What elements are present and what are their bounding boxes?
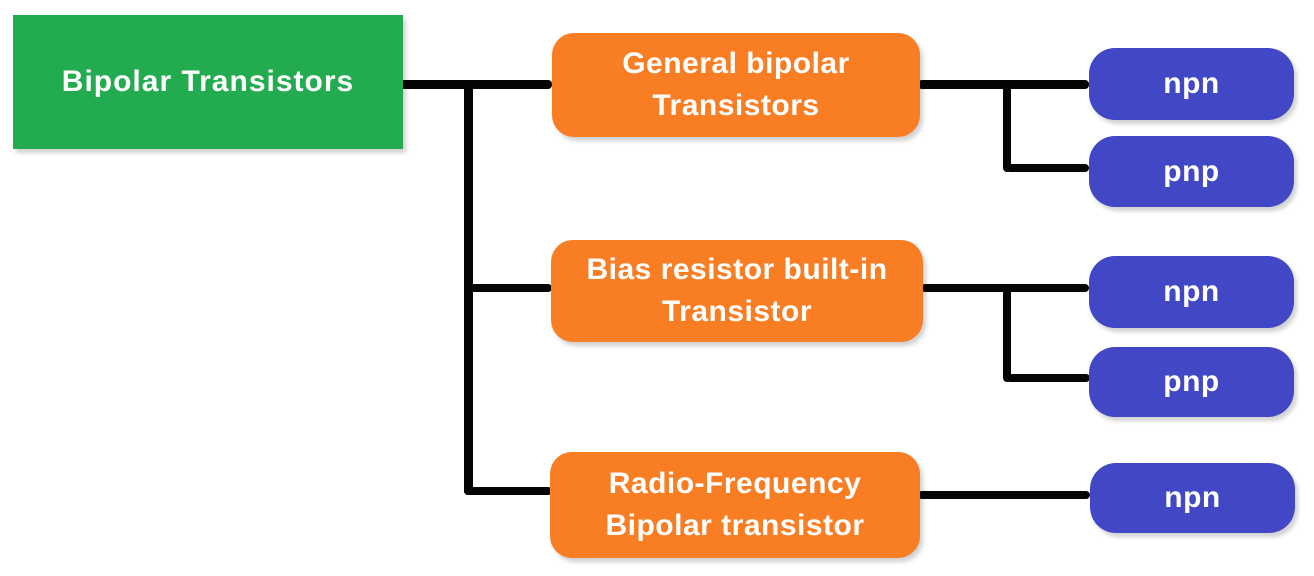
node-radio-frequency-npn-label: npn — [1164, 481, 1221, 514]
node-bias-resistor-label-line2: Transistor — [661, 295, 813, 328]
connector-root-to-branches — [399, 80, 552, 89]
node-general-bipolar-label-line2: Transistors — [652, 89, 820, 122]
node-general-pnp: pnp — [1089, 136, 1294, 207]
connector-bias-branch-vertical — [1003, 284, 1011, 382]
node-general-pnp-label: pnp — [1163, 154, 1220, 188]
node-general-bipolar-transistors: General bipolar Transistors — [552, 33, 920, 137]
node-bipolar-transistors: Bipolar Transistors — [13, 15, 403, 149]
connector-to-branch-radio-frequency — [464, 487, 552, 495]
node-bipolar-transistors-label: Bipolar Transistors — [61, 65, 355, 98]
node-radio-frequency-npn: npn — [1090, 463, 1295, 533]
node-general-npn-label: npn — [1163, 67, 1220, 100]
node-bias-pnp-label: pnp — [1163, 365, 1220, 398]
node-radio-frequency-bipolar-transistor: Radio-Frequency Bipolar transistor — [550, 452, 920, 558]
node-radio-frequency-label-line1: Radio-Frequency — [608, 467, 862, 500]
connector-general-to-pnp — [1006, 164, 1089, 172]
node-bias-pnp: pnp — [1089, 347, 1294, 417]
connector-to-branch-bias-resistor — [464, 284, 552, 292]
node-bias-npn-label: npn — [1163, 275, 1220, 308]
connector-bias-to-pnp — [1006, 374, 1090, 382]
node-bias-resistor-built-in-transistor: Bias resistor built-in Transistor — [551, 240, 923, 342]
node-radio-frequency-label-line2: Bipolar transistor — [605, 509, 865, 542]
node-general-bipolar-label-line1: General bipolar — [622, 47, 850, 80]
node-general-npn: npn — [1089, 48, 1294, 120]
connector-radio-frequency-to-npn — [918, 491, 1090, 499]
node-bias-resistor-label-line1: Bias resistor built-in — [586, 253, 888, 286]
node-bias-npn: npn — [1089, 256, 1294, 328]
connector-general-branch-vertical — [1003, 80, 1011, 172]
